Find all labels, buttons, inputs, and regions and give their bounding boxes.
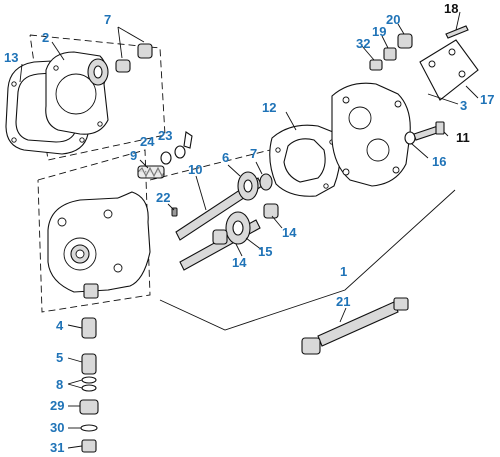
part-32-plug — [369, 59, 383, 71]
callout-9: 9 — [130, 148, 137, 163]
idler-gear-top — [87, 58, 109, 86]
part-6-drive-gear — [237, 171, 273, 201]
part-14-bushings — [212, 203, 279, 245]
callout-16: 16 — [432, 154, 446, 169]
pump-body-housing — [47, 191, 151, 299]
callout-10: 10 — [188, 162, 202, 177]
part-22-pin — [171, 207, 178, 217]
callout-5: 5 — [56, 350, 63, 365]
part-20-spring — [397, 33, 413, 49]
callout-18: 18 — [444, 1, 458, 16]
part-15-driven-gear — [225, 211, 251, 245]
callout-14-left: 14 — [232, 255, 247, 270]
callout-30: 30 — [50, 420, 64, 435]
callout-4: 4 — [56, 318, 64, 333]
part-21-hose-assembly — [301, 297, 409, 355]
part-17-end-cover — [419, 39, 479, 101]
callout-31: 31 — [50, 440, 64, 455]
callout-24: 24 — [140, 134, 155, 149]
callout-15: 15 — [258, 244, 272, 259]
callout-3: 3 — [460, 98, 467, 113]
callout-14-right: 14 — [282, 225, 297, 240]
callout-32: 32 — [356, 36, 370, 51]
callout-11: 11 — [456, 130, 470, 145]
callout-22: 22 — [156, 190, 170, 205]
callout-12: 12 — [262, 100, 276, 115]
callout-29: 29 — [50, 398, 64, 413]
part-19-valve — [383, 47, 397, 61]
part-31-plug — [81, 439, 97, 453]
part-4-valve-cap — [81, 317, 97, 339]
part-18-bolt — [445, 25, 469, 39]
part-12-gasket — [269, 124, 341, 197]
callout-17: 17 — [480, 92, 494, 107]
callout-13: 13 — [4, 50, 18, 65]
callout-19: 19 — [372, 24, 386, 39]
callout-7-mid: 7 — [250, 146, 257, 161]
assembly-leader-lines — [159, 189, 456, 331]
callout-23: 23 — [158, 128, 172, 143]
part-7-bushings-top — [115, 26, 153, 73]
callout-labels: 13 2 7 9 24 23 10 6 7 22 12 14 14 15 1 3… — [4, 1, 494, 455]
callout-1: 1 — [340, 264, 347, 279]
callout-7-top: 7 — [104, 12, 111, 27]
callout-2: 2 — [42, 30, 49, 45]
callout-21: 21 — [336, 294, 350, 309]
part-29-fitting — [79, 399, 99, 415]
part-24-washer — [160, 151, 172, 165]
callout-8: 8 — [56, 377, 63, 392]
part-3-rear-housing — [331, 82, 411, 187]
part-5-spring — [81, 353, 97, 375]
callout-leader-lines — [19, 11, 479, 449]
callout-20: 20 — [386, 12, 400, 27]
part-11-bolt — [413, 121, 445, 141]
part-23-clip — [174, 131, 193, 159]
part-9-spring — [137, 165, 165, 179]
callout-6: 6 — [222, 150, 229, 165]
part-8-washers — [81, 376, 97, 392]
part-30-washer — [80, 424, 98, 432]
